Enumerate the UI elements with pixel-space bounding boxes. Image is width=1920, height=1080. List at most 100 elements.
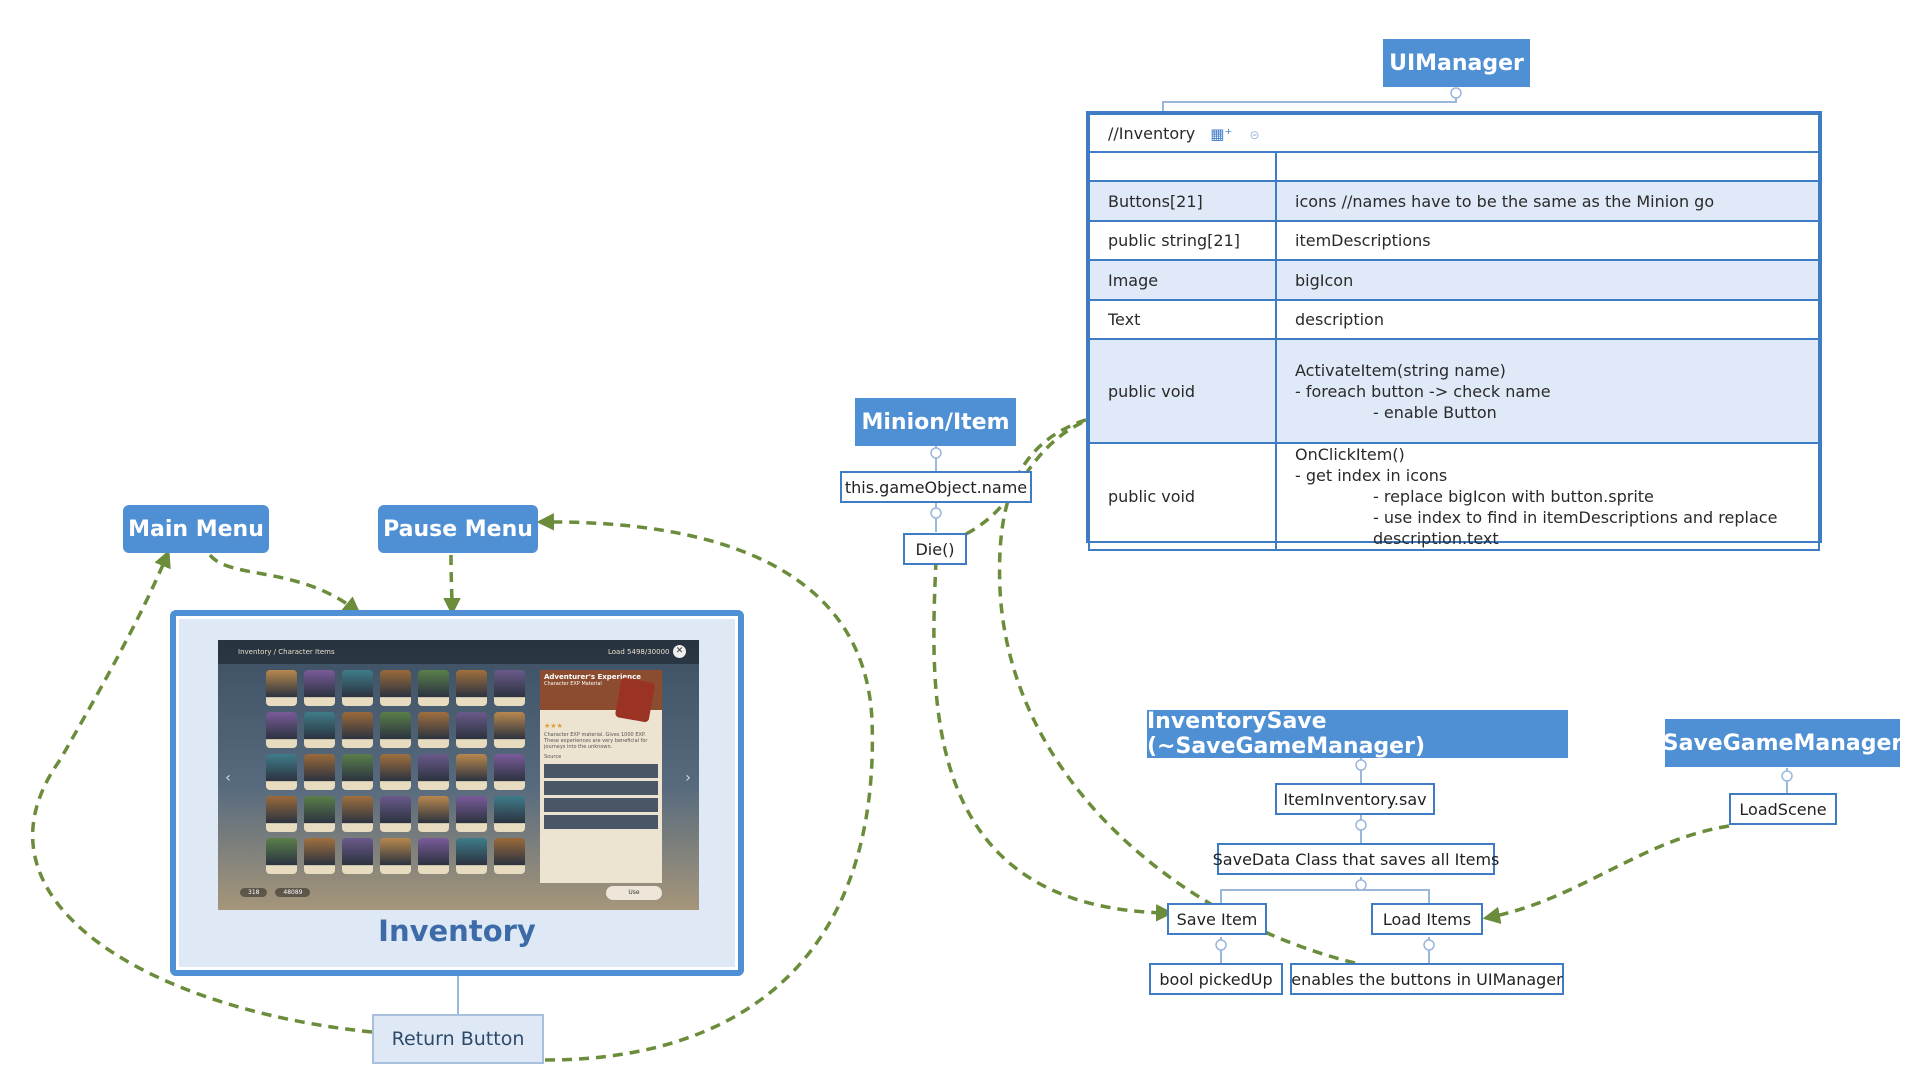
inventory-slot[interactable]: [266, 670, 297, 706]
inventory-slot[interactable]: [380, 754, 411, 790]
uimanager-table: //Inventory ▦⁺ ⊝ Buttons[21]icons //name…: [1086, 111, 1822, 551]
inventory-slot[interactable]: [494, 712, 525, 748]
arrow-die-saveitem: [932, 559, 1174, 922]
onclick-line: OnClickItem(): [1295, 445, 1405, 464]
activate-line: - enable Button: [1373, 402, 1497, 422]
main-menu-node[interactable]: Main Menu: [123, 505, 269, 553]
item-big-icon: [614, 677, 656, 723]
activate-item-cell: ActivateItem(string name) - foreach butt…: [1275, 338, 1820, 444]
onclick-item-cell: OnClickItem() - get index in icons - rep…: [1275, 442, 1820, 551]
inventory-slot[interactable]: [494, 838, 525, 874]
screenshot-breadcrumb: Inventory / Character Items: [238, 648, 335, 656]
inventory-slot[interactable]: [456, 754, 487, 790]
prev-arrow-icon[interactable]: ‹: [225, 770, 231, 786]
currency-1: 318: [240, 888, 268, 897]
collapse-icon[interactable]: ⊝: [1249, 127, 1260, 142]
bool-pickedup-node[interactable]: bool pickedUp: [1149, 963, 1283, 995]
source-row: [544, 798, 658, 812]
inventory-slot[interactable]: [266, 712, 297, 748]
detail-title: Adventurer's Experience: [544, 673, 641, 681]
inventory-slot[interactable]: [494, 670, 525, 706]
item-grid: [266, 670, 536, 880]
collapse-knob: [930, 447, 942, 459]
star-rating: ★★★: [544, 722, 563, 730]
inventory-slot[interactable]: [266, 754, 297, 790]
row-key: Text: [1088, 299, 1277, 340]
inventory-slot[interactable]: [380, 838, 411, 874]
inventory-slot[interactable]: [418, 838, 449, 874]
return-button-node[interactable]: Return Button: [372, 1014, 544, 1064]
inventory-slot[interactable]: [418, 754, 449, 790]
inventory-slot[interactable]: [304, 838, 335, 874]
row-key: Buttons[21]: [1088, 180, 1277, 222]
collapse-knob: [1355, 759, 1367, 771]
savegamemanager-node[interactable]: SaveGameManager: [1663, 719, 1902, 767]
inventory-slot[interactable]: [342, 754, 373, 790]
minion-item-node[interactable]: Minion/Item: [855, 398, 1016, 446]
pause-menu-node[interactable]: Pause Menu: [378, 505, 538, 553]
inventory-slot[interactable]: [456, 796, 487, 832]
row-key: public void: [1088, 338, 1277, 444]
inventory-save-node[interactable]: InventorySave (~SaveGameManager): [1147, 709, 1568, 759]
connector-savedata-save: [1220, 877, 1362, 903]
load-items-node[interactable]: Load Items: [1371, 903, 1483, 935]
empty-cell: [1088, 151, 1277, 182]
inventory-slot[interactable]: [304, 754, 335, 790]
inventory-slot[interactable]: [342, 670, 373, 706]
inventory-slot[interactable]: [266, 838, 297, 874]
inventory-slot[interactable]: [342, 838, 373, 874]
onclick-line: - use index to find in itemDescriptions …: [1373, 508, 1778, 548]
inventory-slot[interactable]: [456, 838, 487, 874]
inventory-slot[interactable]: [304, 712, 335, 748]
inventory-node[interactable]: Inventory / Character Items Load 5498/30…: [170, 610, 744, 976]
currency-bar: 318 48089: [240, 888, 311, 897]
row-value: bigIcon: [1275, 259, 1820, 301]
arrow-pausemenu-inventory: [443, 554, 461, 616]
collapse-knob: [1355, 879, 1367, 891]
inventory-screenshot: Inventory / Character Items Load 5498/30…: [218, 640, 699, 910]
source-row: [544, 781, 658, 795]
detail-text: Character EXP material. Gives 1000 EXP. …: [544, 732, 648, 750]
inventory-slot[interactable]: [342, 712, 373, 748]
arrow-loadscene-loaditems: [1482, 824, 1730, 924]
collapse-knob: [1450, 87, 1462, 99]
enables-buttons-node[interactable]: enables the buttons in UIManager: [1290, 963, 1564, 995]
inventory-slot[interactable]: [380, 670, 411, 706]
inventory-slot[interactable]: [418, 712, 449, 748]
row-key: public void: [1088, 442, 1277, 551]
savedata-class-node[interactable]: SaveData Class that saves all Items: [1213, 843, 1499, 875]
uimanager-node[interactable]: UIManager: [1383, 39, 1530, 87]
empty-cell: [1275, 151, 1820, 182]
row-key: Image: [1088, 259, 1277, 301]
loadscene-node[interactable]: LoadScene: [1729, 793, 1837, 825]
inventory-slot[interactable]: [304, 670, 335, 706]
row-key: public string[21]: [1088, 220, 1277, 261]
screenshot-topbar: Inventory / Character Items Load 5498/30…: [218, 640, 699, 664]
close-icon[interactable]: ✕: [673, 645, 686, 658]
gameobject-name-node[interactable]: this.gameObject.name: [840, 471, 1032, 503]
inventory-slot[interactable]: [456, 670, 487, 706]
inventory-slot[interactable]: [380, 796, 411, 832]
item-inventory-file-node[interactable]: ItemInventory.sav: [1275, 783, 1435, 815]
inventory-slot[interactable]: [380, 712, 411, 748]
currency-2: 48089: [275, 888, 311, 897]
die-node[interactable]: Die(): [903, 533, 967, 565]
table-edit-icon[interactable]: ▦⁺: [1210, 124, 1233, 143]
inventory-slot[interactable]: [418, 796, 449, 832]
inventory-label: Inventory: [378, 914, 536, 948]
inventory-slot[interactable]: [418, 670, 449, 706]
row-value: icons //names have to be the same as the…: [1275, 180, 1820, 222]
item-detail-panel: Adventurer's Experience Character EXP Ma…: [540, 670, 662, 883]
capacity-label: Load: [608, 648, 625, 656]
next-arrow-icon[interactable]: ›: [685, 770, 691, 786]
inventory-slot[interactable]: [304, 796, 335, 832]
inventory-slot[interactable]: [494, 796, 525, 832]
inventory-slot[interactable]: [266, 796, 297, 832]
inventory-slot[interactable]: [342, 796, 373, 832]
inventory-slot[interactable]: [456, 712, 487, 748]
source-label: Source: [544, 754, 562, 760]
detail-subtitle: Character EXP Material: [544, 681, 602, 687]
inventory-slot[interactable]: [494, 754, 525, 790]
use-button[interactable]: Use: [606, 886, 662, 900]
save-item-node[interactable]: Save Item: [1167, 903, 1267, 935]
